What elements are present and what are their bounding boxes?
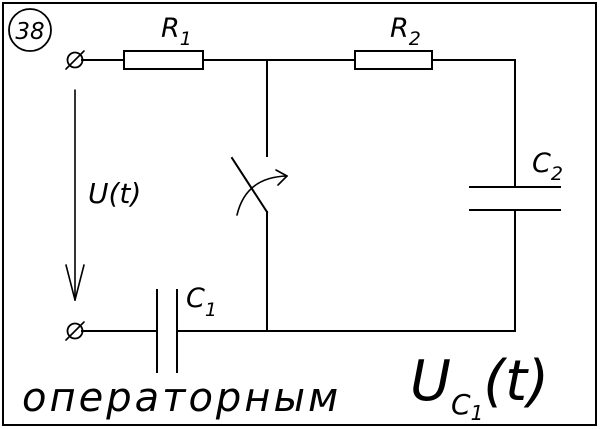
r2-index: 2 xyxy=(409,28,421,50)
capacitor-c1 xyxy=(156,289,178,373)
r2-symbol: R xyxy=(390,13,409,44)
r1-symbol: R xyxy=(161,13,180,44)
voltage-arrow xyxy=(65,89,85,301)
terminal-top xyxy=(65,50,85,70)
c1-label: C1 xyxy=(186,283,217,321)
c2-index: 2 xyxy=(551,163,563,185)
source-label: U(t) xyxy=(88,177,141,210)
c1-symbol: C xyxy=(186,283,205,314)
r1-label: R1 xyxy=(161,13,192,50)
problem-number-circle xyxy=(8,8,52,52)
resistor-r1 xyxy=(123,50,204,70)
find-subscript: C xyxy=(451,388,471,421)
c2-label: C2 xyxy=(532,148,563,185)
problem-number: 38 xyxy=(15,19,44,45)
r1-index: 1 xyxy=(180,28,192,50)
wires xyxy=(81,59,516,332)
method-text: операторным xyxy=(22,375,341,421)
resistor-r2 xyxy=(354,50,433,70)
switch-symbol xyxy=(230,156,288,216)
problem-number-badge: 38 xyxy=(8,8,52,52)
r2-label: R2 xyxy=(390,13,421,50)
find-argument: (t) xyxy=(483,349,549,414)
find-subscript-index: 1 xyxy=(471,401,484,425)
find-label: UC1(t) xyxy=(410,349,549,425)
find-symbol: U xyxy=(410,349,451,414)
c2-symbol: C xyxy=(532,148,551,179)
capacitor-c2 xyxy=(469,186,561,211)
c1-index: 1 xyxy=(205,299,217,321)
